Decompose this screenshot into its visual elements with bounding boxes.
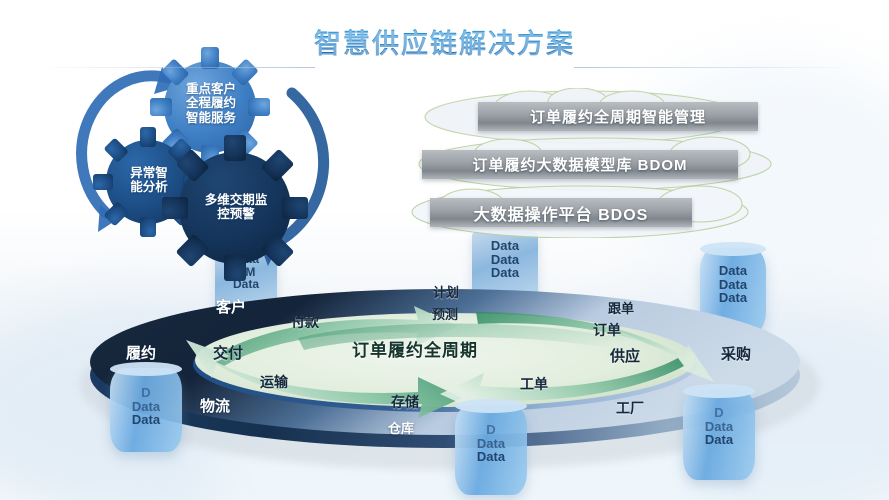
cloud-banner-group: 订单履约全周期智能管理 订单履约大数据模型库 BDOM 大数据操作平台 BDOS [400, 88, 830, 238]
data-label: Data [131, 412, 161, 428]
title-rule-left [35, 67, 315, 68]
data-label: Data [476, 435, 506, 451]
page-title: 智慧供应链解决方案 [0, 22, 889, 68]
data-label: Data [490, 251, 520, 267]
data-label: D [141, 385, 151, 400]
data-block-bottom-right: D Data Data [683, 384, 755, 480]
data-label: Data [718, 263, 748, 278]
data-block-top-center: Data Data Data [472, 232, 538, 298]
data-label: Data [490, 265, 520, 281]
gear-cluster-graphic [76, 47, 330, 281]
data-label: Data [232, 277, 259, 292]
data-block-bottom-left: D Data Data [110, 362, 182, 452]
data-block-bottom-center: D Data Data [455, 399, 527, 495]
server-shape [472, 232, 538, 298]
data-label: Data [490, 238, 520, 253]
banner-text: 大数据操作平台 BDOS [473, 206, 649, 224]
banner-lifecycle-management[interactable]: 订单履约全周期智能管理 [478, 102, 758, 131]
title-rule-right [574, 67, 854, 68]
data-label: Data [704, 432, 734, 448]
gear-cluster: 重点客户 全程履约 智能服务 异常智 能分析 多维交期监 控预警 [70, 45, 370, 285]
banner-text: 订单履约全周期智能管理 [529, 109, 706, 126]
page-title-text: 智慧供应链解决方案 [314, 22, 575, 61]
data-label: Data [131, 398, 161, 414]
gear-shape-monitor [162, 135, 308, 281]
banner-bdom[interactable]: 订单履约大数据模型库 BDOM [422, 150, 738, 179]
ring-center-label: 订单履约全周期 [352, 341, 478, 360]
banner-bdos[interactable]: 大数据操作平台 BDOS [430, 198, 692, 227]
data-label: Data [476, 449, 506, 465]
data-label: D [714, 405, 724, 420]
banner-text: 订单履约大数据模型库 BDOM [472, 157, 688, 174]
data-label: Data [704, 418, 734, 434]
data-label: D [486, 422, 496, 437]
